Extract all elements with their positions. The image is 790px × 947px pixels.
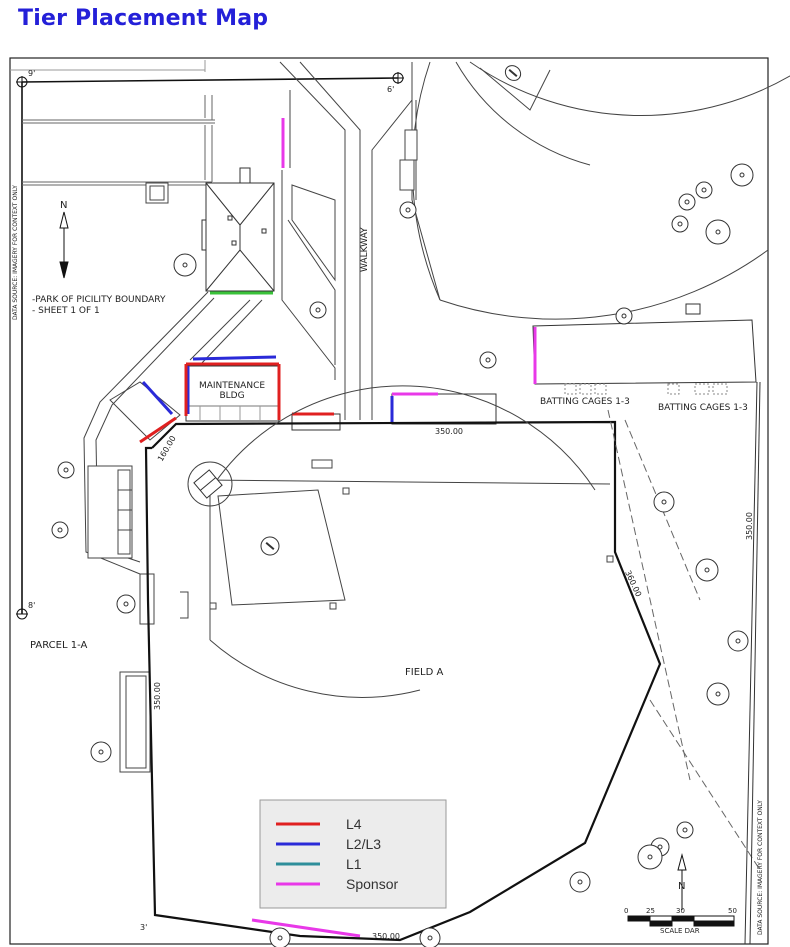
field-label: FIELD A (405, 667, 443, 678)
parcel-label: PARCEL 1-A (30, 640, 87, 651)
walkway-paths (83, 61, 413, 575)
trees (51, 163, 754, 947)
home-plate (193, 469, 223, 499)
walkway-label: WALKWAY (360, 227, 370, 272)
left-bleacher (87, 465, 133, 559)
roof-building (201, 167, 275, 292)
batting-cages-label-2: BATTING CAGES 1-3 (658, 403, 748, 413)
batting-cage-building (391, 303, 757, 425)
legend-box (259, 799, 447, 909)
north-arrow-left (59, 211, 69, 279)
cage-boxes (564, 383, 728, 395)
maintenance-label-2: BLDG (219, 391, 244, 401)
scale-bar (627, 915, 735, 927)
dim-8: 8' (28, 601, 35, 610)
park-note-2: - SHEET 1 OF 1 (32, 306, 100, 316)
dim-350-bottom: 350.00 (372, 932, 400, 941)
dim-9: 9' (28, 69, 35, 78)
tier-l23-maint-top (192, 355, 277, 361)
maintenance-building (185, 365, 341, 431)
north-letter-left: N (60, 200, 67, 211)
upper-field (399, 61, 790, 320)
maintenance-label-1: MAINTENANCE (199, 381, 265, 391)
scale-tick-0: 0 (624, 907, 628, 915)
legend-label-2: L1 (346, 856, 362, 872)
scale-tick-2: 30 (676, 907, 685, 915)
north-letter-right: N (678, 881, 685, 892)
map-border (9, 57, 769, 945)
legend-label-3: Sponsor (346, 876, 398, 892)
legend-label-1: L2/L3 (346, 836, 381, 852)
data-source-right: DATA SOURCE: IMAGERY FOR CONTEXT ONLY (757, 800, 764, 935)
batting-cages-label-1: BATTING CAGES 1-3 (540, 397, 630, 407)
park-note-1: -PARK OF PICILITY BOUNDARY (32, 295, 166, 305)
dim-350-top: 350.00 (435, 427, 463, 436)
scale-tick-3: 50 (728, 907, 737, 915)
dim-3: 3' (140, 923, 147, 932)
property-boundary (21, 77, 399, 614)
page-title: Tier Placement Map (18, 6, 269, 31)
parking-lines (10, 60, 215, 186)
dim-350-right: 350.00 (745, 512, 754, 540)
scale-label: SCALE DAR (660, 927, 700, 935)
dim-6: 6' (387, 85, 394, 94)
scale-tick-1: 25 (646, 907, 655, 915)
tier-l4-diag (139, 416, 177, 444)
field-a-fence (144, 420, 662, 942)
tier-sponsor-bottom (251, 918, 361, 938)
north-arrow-right (677, 853, 687, 910)
data-source-left: DATA SOURCE: IMAGERY FOR CONTEXT ONLY (12, 185, 19, 320)
tier-l23-diag (141, 380, 174, 416)
dim-350-left: 350.00 (153, 682, 162, 710)
small-shelter (145, 182, 169, 204)
legend-label-0: L4 (346, 816, 362, 832)
